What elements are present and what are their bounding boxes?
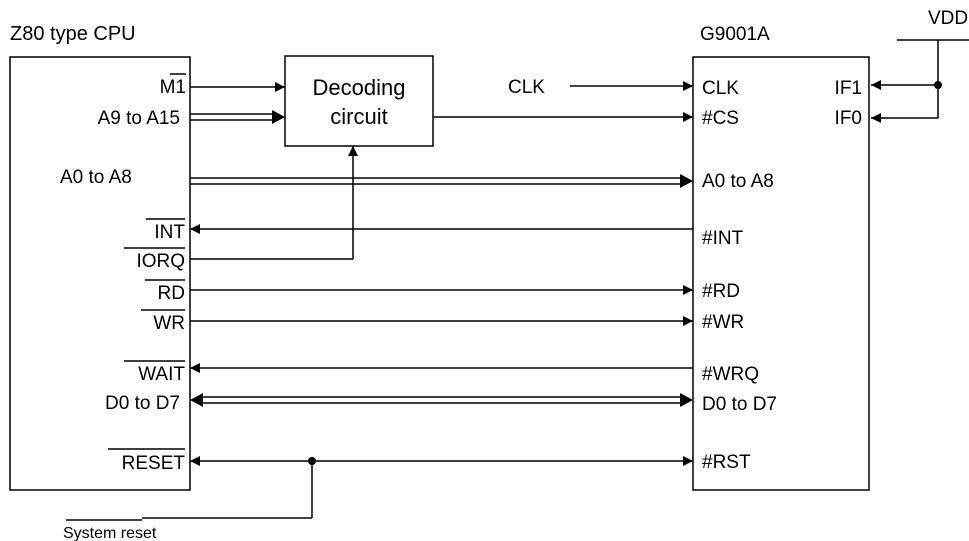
cpu-pin-rd: RD (158, 283, 185, 304)
cpu-pin-m1: M1 (160, 77, 186, 98)
chip-pin-a0-a8: A0 to A8 (702, 171, 774, 192)
chip-title: G9001A (700, 24, 770, 45)
cpu-pin-wait: WAIT (138, 364, 185, 385)
chip-pin-wr: #WR (702, 312, 744, 333)
chip-pin-d0-d7: D0 to D7 (702, 394, 777, 415)
a0-a8-bus: A0 to A8 (60, 167, 693, 188)
cpu-pin-a9-a15: A9 to A15 (98, 108, 180, 129)
cpu-pin-d0-d7: D0 to D7 (105, 393, 180, 414)
reset-signal: RESET System reset (63, 448, 693, 541)
system-reset-label: System reset (63, 525, 157, 541)
cpu-pin-iorq: IORQ (136, 251, 185, 272)
chip-pin-if1: IF1 (835, 78, 862, 99)
chip-pin-clk: CLK (702, 78, 739, 99)
clk-source-label: CLK (508, 77, 545, 98)
int-signal: INT (146, 218, 693, 243)
cpu-pin-wr: WR (153, 313, 185, 334)
cpu-pin-int: INT (154, 222, 185, 243)
cpu-pin-reset: RESET (122, 453, 186, 474)
cpu-pin-a0-a8: A0 to A8 (60, 167, 132, 188)
decoder-label-line1: Decoding (313, 75, 406, 100)
chip-block (692, 56, 870, 491)
m1-signal: M1 (160, 73, 285, 98)
cpu-title: Z80 type CPU (10, 23, 136, 45)
decoder-label-line2: circuit (330, 104, 387, 129)
vdd-label: VDD (928, 8, 968, 29)
chip-pin-rd: #RD (702, 281, 740, 302)
rd-signal: RD (145, 279, 693, 304)
wr-signal: WR (141, 309, 693, 334)
wait-signal: WAIT (124, 360, 693, 385)
chip-pin-wrq: #WRQ (702, 364, 759, 385)
a9-a15-bus: A9 to A15 (98, 108, 285, 129)
chip-pin-cs: #CS (702, 108, 739, 129)
iorq-signal: IORQ (124, 146, 358, 272)
vdd-supply (871, 39, 969, 123)
cpu-block (9, 56, 191, 491)
clk-signal: CLK (508, 77, 693, 98)
chip-pin-rst: #RST (702, 452, 751, 473)
chip-pin-int: #INT (702, 228, 744, 249)
decoder-block (284, 55, 434, 147)
chip-pin-if0: IF0 (835, 108, 862, 129)
d0-d7-bus: D0 to D7 (105, 393, 693, 414)
